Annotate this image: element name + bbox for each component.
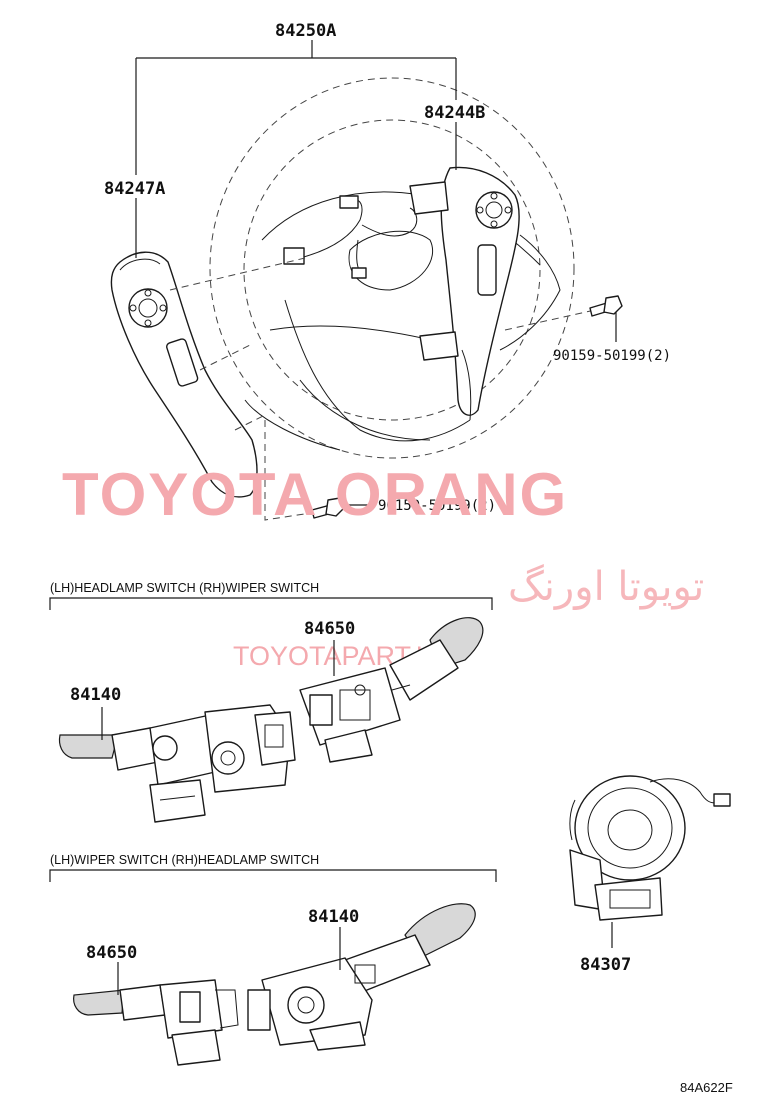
label-screw-right: 90159-50199(2) (553, 348, 671, 364)
label-84247a: 84247A (104, 179, 165, 199)
label-84140-bottom: 84140 (308, 907, 359, 927)
headlamp-switch-top (58, 704, 296, 823)
left-switch-84247a (110, 251, 258, 498)
wiper-switch-bottom (73, 979, 239, 1066)
leader-lines-top (135, 40, 617, 506)
label-84650-top: 84650 (304, 619, 355, 639)
assembly-dash-lines (169, 257, 596, 521)
headlamp-switch-bottom (247, 903, 476, 1051)
label-84650-bottom: 84650 (86, 943, 137, 963)
right-switch-84244b (409, 166, 520, 421)
label-84244b: 84244B (424, 103, 485, 123)
header-bracket-bottom (49, 869, 497, 882)
watermark-brand: TOYOTA ORANG (62, 461, 568, 528)
wiring-harness (283, 195, 418, 279)
label-84250a: 84250A (275, 21, 336, 41)
watermark-persian: تویوتا اورنگ (508, 564, 704, 610)
label-84307: 84307 (580, 955, 631, 975)
wiper-switch-top (299, 617, 484, 763)
label-84140-top: 84140 (70, 685, 121, 705)
label-screw-lower: 90159-50199(2) (378, 498, 496, 514)
header-bracket-top (49, 597, 493, 610)
figure-code: 84A622F (680, 1080, 733, 1095)
header-top: (LH)HEADLAMP SWITCH (RH)WIPER SWITCH (50, 581, 319, 595)
screw-lower-icon (311, 497, 345, 519)
screw-right-icon (589, 295, 623, 317)
spiral-cable (569, 775, 731, 921)
header-bottom: (LH)WIPER SWITCH (RH)HEADLAMP SWITCH (50, 853, 319, 867)
